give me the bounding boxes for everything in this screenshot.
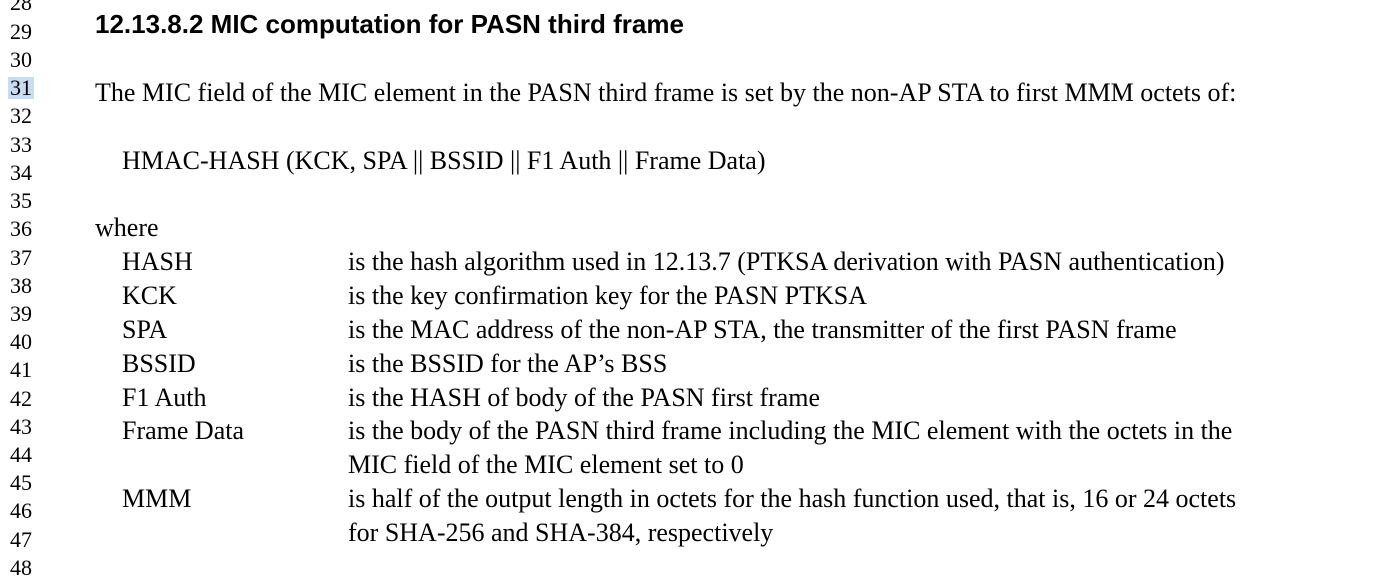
definition-text: is the HASH of body of the PASN first fr… (348, 383, 821, 412)
definition-term: Frame Data (122, 416, 245, 445)
where-label: where (95, 213, 159, 242)
line-number-highlighted: 31 (8, 75, 34, 100)
definition-term: HASH (122, 247, 193, 276)
line-number: 35 (10, 188, 32, 213)
line-number: 39 (10, 301, 32, 326)
intro-paragraph: The MIC field of the MIC element in the … (95, 78, 1237, 107)
line-number: 30 (10, 47, 32, 72)
line-number: 47 (10, 527, 32, 552)
definition-term: BSSID (122, 349, 196, 378)
definition-text: is the body of the PASN third frame incl… (348, 416, 1233, 445)
definition-text-continued: for SHA-256 and SHA-384, respectively (348, 518, 774, 547)
definition-term: MMM (122, 484, 192, 513)
line-number-gutter: 28 29 30 31 32 33 34 35 36 37 38 39 40 4… (0, 0, 60, 585)
line-number: 37 (10, 245, 32, 270)
definition-text: is the hash algorithm used in 12.13.7 (P… (348, 247, 1225, 276)
line-number: 40 (10, 329, 32, 354)
definition-term: SPA (122, 315, 168, 344)
line-number: 38 (10, 273, 32, 298)
line-number: 44 (10, 442, 32, 467)
line-number: 32 (10, 103, 32, 128)
line-number: 33 (10, 132, 32, 157)
definition-term: KCK (122, 281, 177, 310)
definition-term: F1 Auth (122, 383, 207, 412)
line-number: 42 (10, 386, 32, 411)
line-number: 28 (10, 0, 32, 15)
definition-text: is the BSSID for the AP’s BSS (348, 349, 668, 378)
line-number: 41 (10, 357, 32, 382)
definition-text-continued: MIC field of the MIC element set to 0 (348, 450, 744, 479)
formula: HMAC-HASH (KCK, SPA || BSSID || F1 Auth … (122, 146, 766, 175)
definition-text: is half of the output length in octets f… (348, 484, 1237, 513)
definition-text: is the key confirmation key for the PASN… (348, 281, 867, 310)
line-number: 36 (10, 216, 32, 241)
line-number: 45 (10, 470, 32, 495)
definition-text: is the MAC address of the non-AP STA, th… (348, 315, 1177, 344)
line-number: 43 (10, 414, 32, 439)
line-number: 46 (10, 498, 32, 523)
line-number: 29 (10, 19, 32, 44)
line-number: 48 (10, 555, 32, 580)
section-heading: 12.13.8.2 MIC computation for PASN third… (95, 9, 684, 39)
line-number: 34 (10, 160, 32, 185)
